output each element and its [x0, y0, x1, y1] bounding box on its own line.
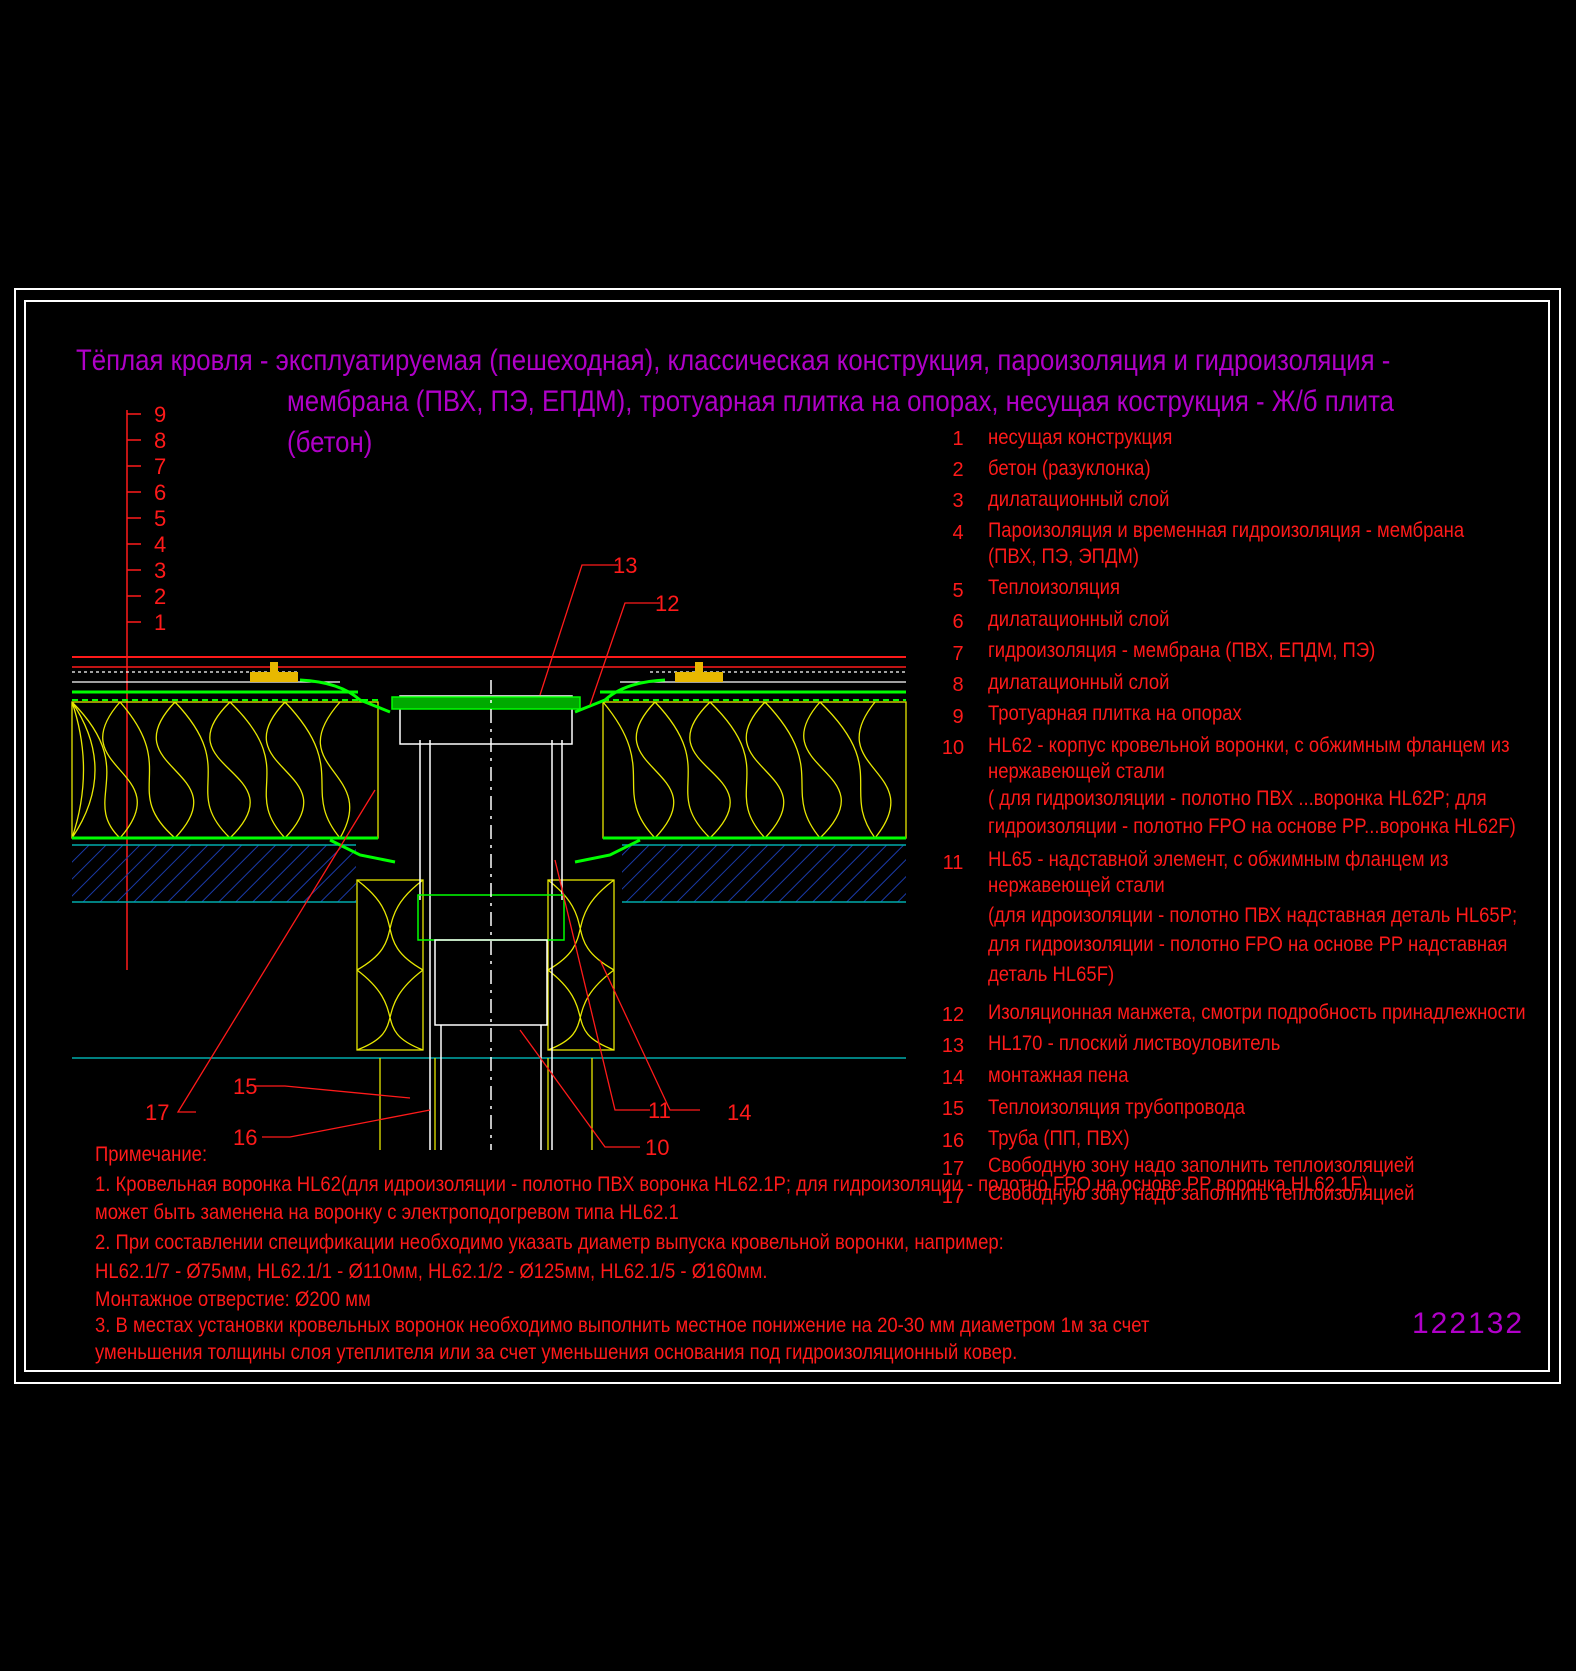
legend-item: Теплоизоляция: [988, 576, 1120, 599]
level-label: 3: [154, 558, 167, 583]
concrete-slab: [72, 844, 906, 1059]
paving-tiles: [72, 656, 906, 682]
legend-item: Изоляционная манжета, смотри подробность…: [988, 1001, 1526, 1024]
legend-item: ( для гидроизоляции - полотно ПВХ ...вор…: [988, 787, 1487, 810]
level-label: 9: [154, 402, 167, 427]
legend-number: 14: [941, 1067, 965, 1089]
legend-item: HL65 - надставной элемент, с обжимным фл…: [988, 848, 1449, 871]
legend-number: 17: [941, 1158, 965, 1180]
notes-heading: Примечание:: [95, 1143, 208, 1166]
callout-11: 11: [648, 1098, 671, 1123]
legend-item-17-text: Свободную зону надо заполнить теплоизоля…: [988, 1182, 1415, 1205]
level-label: 7: [154, 454, 167, 479]
title-line-3: (бетон): [287, 426, 373, 459]
legend-item: Теплоизоляция трубопровода: [988, 1096, 1246, 1119]
level-label: 8: [154, 428, 167, 453]
callout-12: 12: [655, 591, 680, 616]
legend-item: HL62 - корпус кровельной воронки, с обжи…: [988, 734, 1510, 757]
legend-item: деталь HL65F): [988, 963, 1115, 986]
legend-item: дилатационный слой: [988, 671, 1170, 694]
legend-item: Труба (ПП, ПВХ): [988, 1127, 1130, 1150]
legend-number: 11: [942, 852, 964, 874]
legend-number: 9: [952, 706, 964, 728]
title-line-1: Тёплая кровля - эксплуатируемая (пешеход…: [76, 344, 1391, 377]
callout-10: 10: [645, 1135, 670, 1160]
level-label: 5: [154, 506, 167, 531]
legend-number: 3: [952, 490, 964, 512]
legend-number: 8: [952, 674, 964, 696]
callout-16: 16: [233, 1125, 258, 1150]
legend-item: (для идроизоляции - полотно ПВХ надставн…: [988, 904, 1518, 927]
legend-number: 7: [952, 643, 964, 665]
legend-number-17: 17: [941, 1186, 965, 1208]
legend-item: дилатационный слой: [988, 608, 1170, 631]
legend-number: 5: [952, 580, 964, 602]
legend-item: Тротуарная плитка на опорах: [988, 702, 1242, 725]
note-line: HL62.1/7 - Ø75мм, HL62.1/1 - Ø110мм, HL6…: [95, 1260, 768, 1283]
legend-item: гидроизоляция - мембрана (ПВХ, ЕПДМ, ПЭ): [988, 639, 1376, 662]
legend-item: нержавеющей стали: [988, 760, 1165, 783]
legend-number: 15: [941, 1098, 965, 1120]
legend-number: 13: [941, 1035, 965, 1057]
sheet-number: 122132: [1412, 1307, 1525, 1340]
legend-item: гидроизоляции - полотно FPO на основе PP…: [988, 815, 1516, 838]
title-line-2: мембрана (ПВХ, ПЭ, ЕПДМ), тротуарная пли…: [287, 385, 1395, 418]
legend-item: бетон (разуклонка): [988, 457, 1151, 480]
legend-number-item-17: 17: [941, 1186, 965, 1208]
note-line: Монтажное отверстие: Ø200 мм: [95, 1288, 371, 1311]
inner-frame: [24, 300, 1550, 1372]
outer-frame: [14, 288, 1561, 1384]
note-line: 3. В местах установки кровельных воронок…: [95, 1314, 1150, 1337]
legend-number: 1: [952, 428, 964, 450]
legend-item: (ПВХ, ПЭ, ЭПДМ): [988, 545, 1140, 568]
legend-item: для гидроизоляции - полотно FPO на основ…: [988, 933, 1508, 956]
legend-item: монтажная пена: [988, 1064, 1129, 1087]
callout-14: 14: [727, 1100, 752, 1125]
legend-item: HL170 - плоский листвоуловитель: [988, 1032, 1281, 1055]
level-label: 2: [154, 584, 167, 609]
legend-number: 6: [952, 611, 964, 633]
level-label: 6: [154, 480, 167, 505]
level-label: 4: [154, 532, 167, 557]
note-line: 1. Кровельная воронка HL62(для идроизоля…: [95, 1173, 1368, 1196]
roof-drain: [391, 680, 581, 1150]
legend-item: Свободную зону надо заполнить теплоизоля…: [988, 1154, 1415, 1177]
callout-15: 15: [233, 1074, 258, 1099]
legend-item: Пароизоляция и временная гидроизоляция -…: [988, 519, 1465, 542]
legend-number: 10: [941, 737, 965, 759]
note-line: 2. При составлении спецификации необходи…: [95, 1231, 1004, 1254]
legend-item: несущая конструкция: [988, 426, 1173, 449]
legend-item: нержавеющей стали: [988, 874, 1165, 897]
callout-17: 17: [145, 1100, 170, 1125]
legend-number: 12: [941, 1004, 965, 1026]
note-line: может быть заменена на воронку с электро…: [95, 1201, 679, 1224]
callout-13: 13: [613, 553, 638, 578]
leader-lines: [176, 564, 700, 1148]
thermal-insulation: [71, 701, 907, 1150]
legend-number: 16: [941, 1130, 965, 1152]
level-label: 1: [154, 610, 167, 635]
note-line: уменьшения толщины слоя утеплителя или з…: [95, 1341, 1018, 1364]
legend-number: 2: [952, 459, 964, 481]
legend-item: дилатационный слой: [988, 488, 1170, 511]
legend-number: 4: [952, 522, 964, 544]
